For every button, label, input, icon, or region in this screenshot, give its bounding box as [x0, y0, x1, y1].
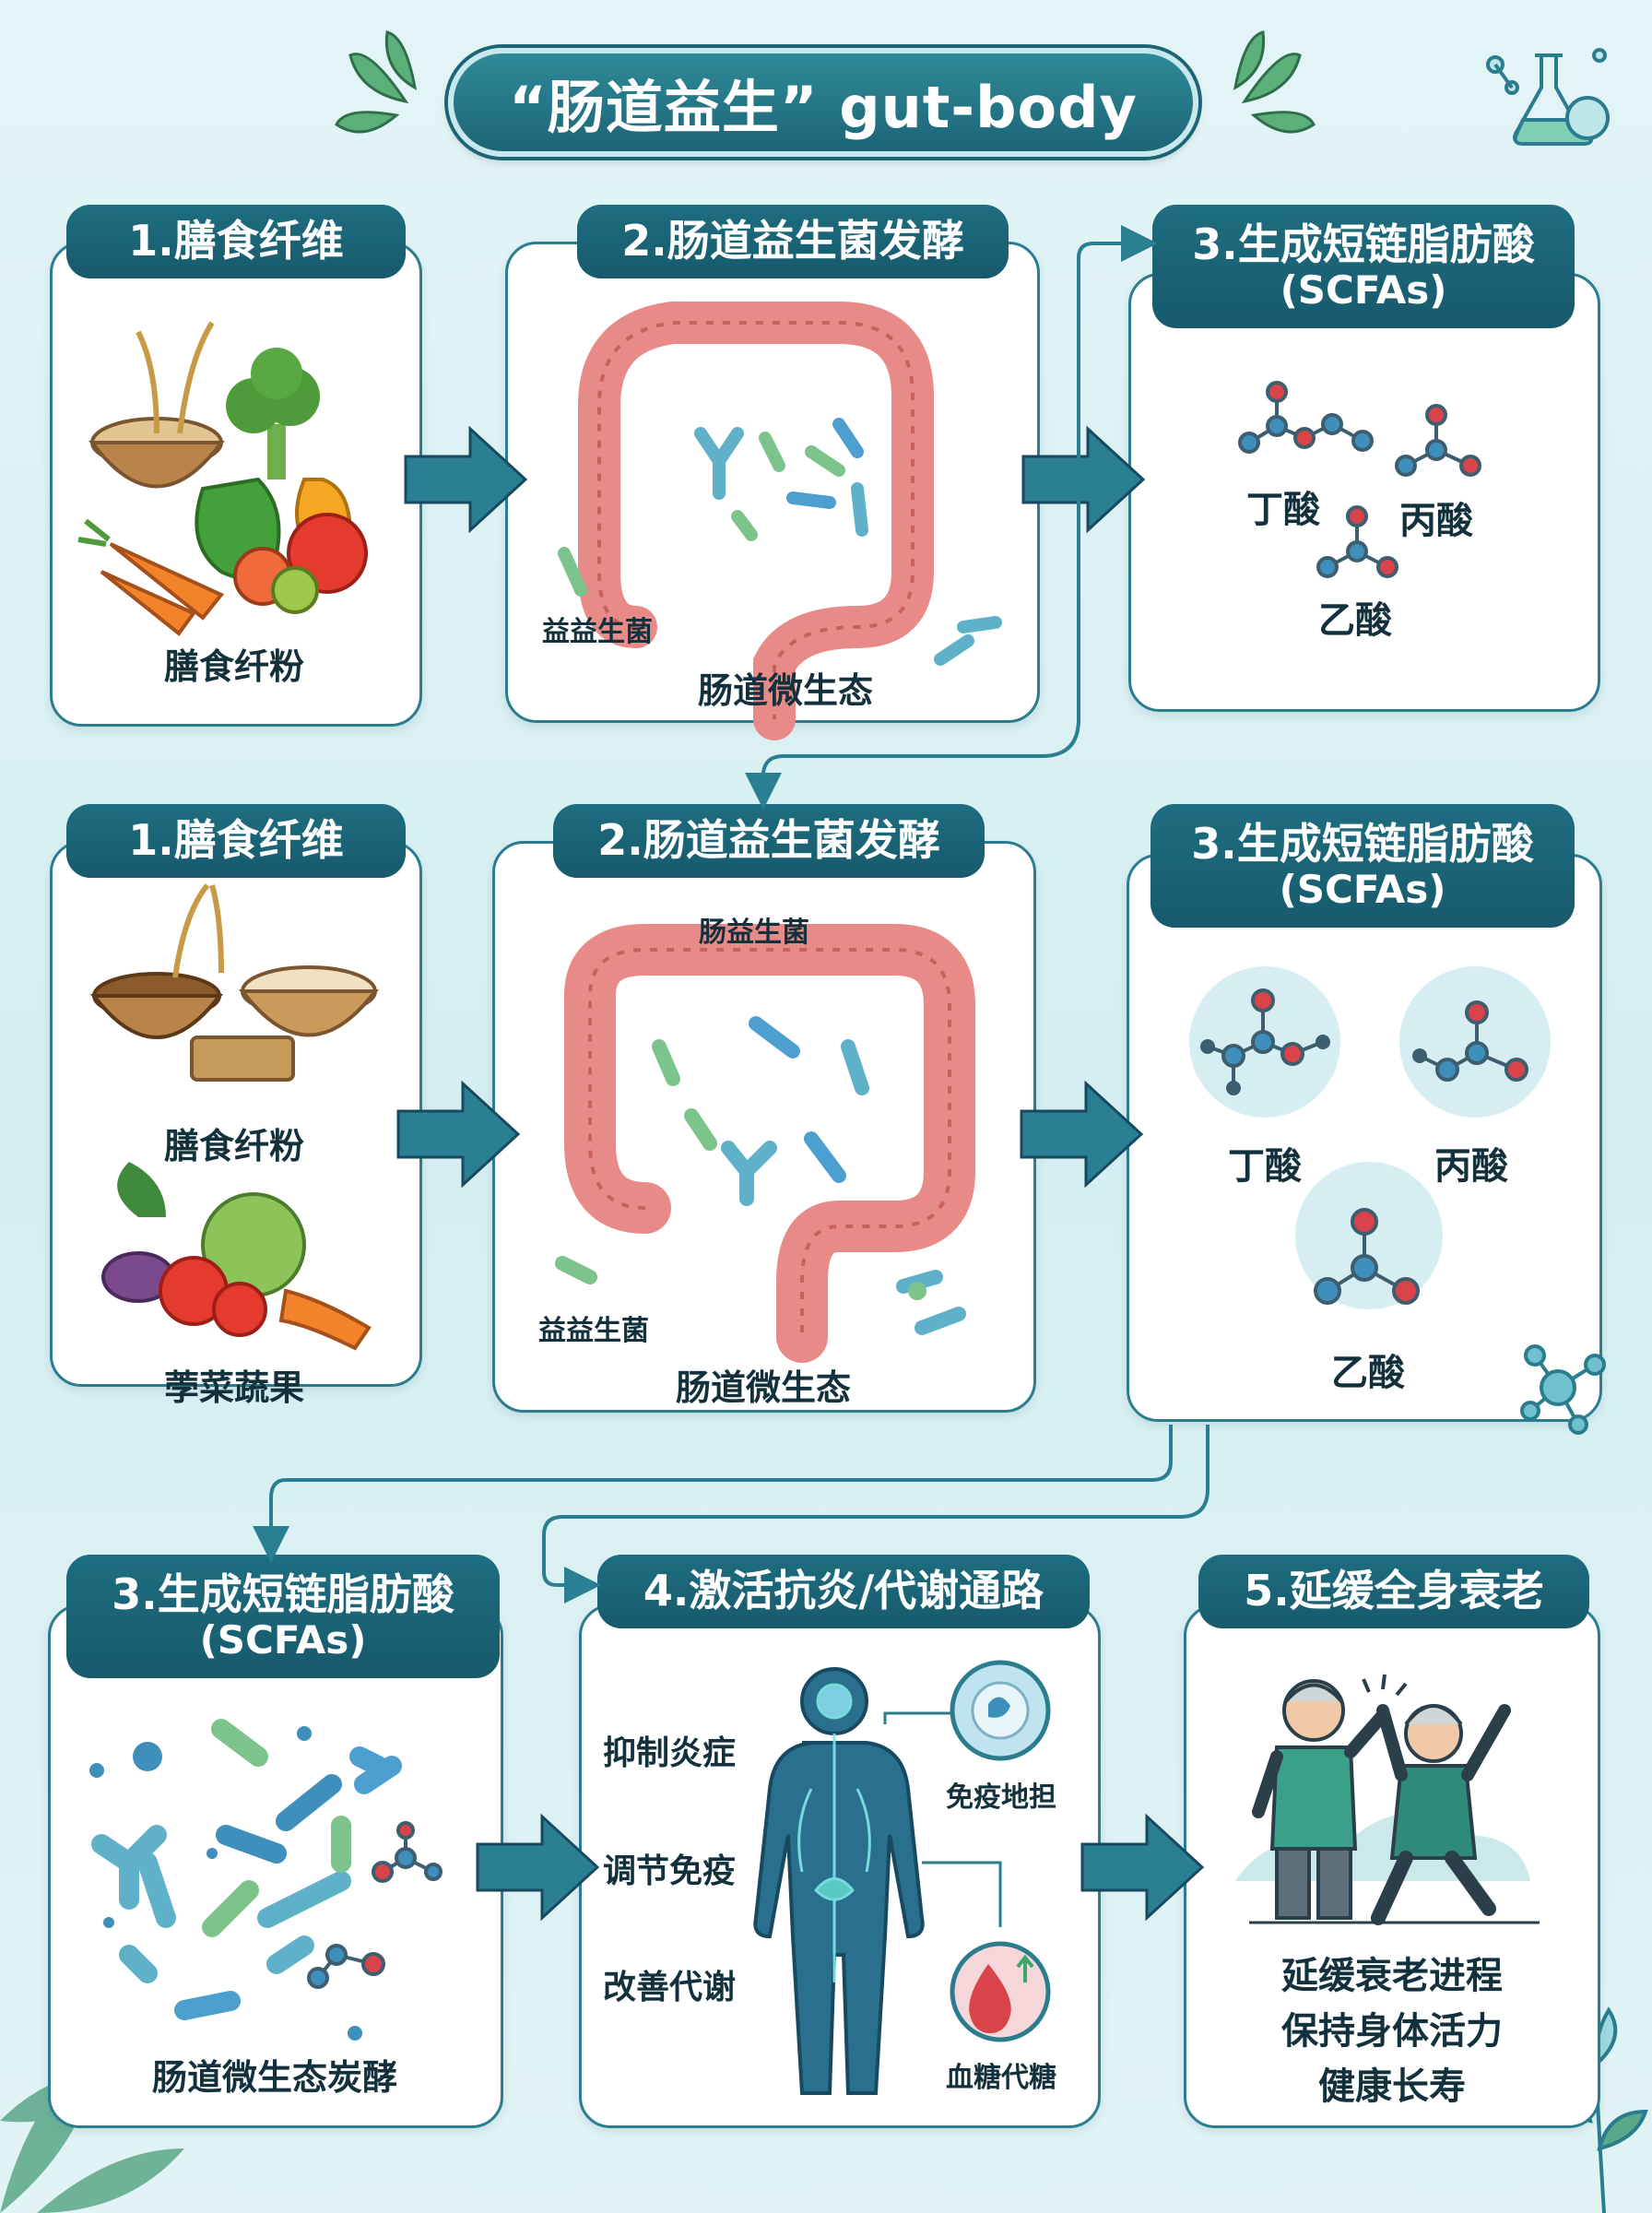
row3-longevity-text: 健康长寿 [1318, 2065, 1466, 2108]
header-text: 1.膳食纤维 [128, 815, 344, 866]
row1-acetate-label: 乙酸 [1318, 599, 1392, 642]
header-text: 5.延缓全身衰老 [1244, 1566, 1544, 1616]
header-text: 3.生成短链脂肪酸 [112, 1568, 454, 1619]
tomato-icon [233, 513, 368, 614]
row2-acetate-label: 乙酸 [1331, 1352, 1405, 1394]
blood-glucose-icon [950, 1941, 1051, 2042]
human-body-icon [753, 1667, 925, 2095]
header-subtext: (SCFAs) [1280, 267, 1447, 314]
row3-regulate-immunity-label: 调节免疫 [603, 1852, 737, 1890]
row3-delay-aging-text: 延缓衰老进程 [1281, 1955, 1503, 1997]
row1-dietary-fiber-header: 1.膳食纤维 [66, 205, 406, 278]
header-text: 2.肠道益生菌发酵 [621, 216, 964, 266]
page-title: “肠道益生” gut-body [509, 74, 1138, 141]
row2-scfa-header: 3.生成短链脂肪酸 (SCFAs) [1150, 804, 1575, 928]
row2-veg-caption: 荸菜蔬果 [163, 1367, 305, 1408]
row2-propionate-label: 丙酸 [1434, 1145, 1508, 1188]
bacteria-icon [555, 1016, 966, 1335]
row3-vitality-text: 保持身体活力 [1281, 2010, 1503, 2053]
grain-bowl-icon [88, 321, 225, 489]
bacteria-icon [91, 1719, 402, 2020]
row3-microbiome-fermentation-caption: 肠道微生态炭酵 [151, 2057, 398, 2098]
row1-scfa-header: 3.生成短链脂肪酸 (SCFAs) [1152, 205, 1575, 328]
row1-fiber-caption: 膳食纤粉 [163, 646, 305, 687]
butyrate-molecule-icon [1200, 988, 1330, 1095]
header-text: 1.膳食纤维 [128, 216, 344, 266]
row1-microbiome-caption: 肠道微生态 [697, 670, 874, 711]
leaf-icon [335, 30, 1316, 134]
propionate-molecule-icon [1395, 404, 1481, 477]
vegetables-icon [101, 1162, 372, 1351]
row1-probiotic-label: 益益生菌 [542, 616, 653, 648]
header-text: 2.肠道益生菌发酵 [597, 815, 940, 866]
acetate-molecule-icon [1314, 1208, 1420, 1305]
row3-inhibit-inflammation-label: 抑制炎症 [603, 1734, 737, 1772]
row2-dietary-fiber-header: 1.膳食纤维 [66, 804, 406, 878]
arrow-right-icon [396, 425, 1205, 1922]
row1-scfa-card [1128, 273, 1600, 712]
row3-glucose-icon-label: 血糖代糖 [946, 2062, 1056, 2094]
row3-scfa-header: 3.生成短链脂肪酸 (SCFAs) [66, 1555, 500, 1678]
row1-fermentation-header: 2.肠道益生菌发酵 [577, 205, 1009, 278]
butyrate-molecule-icon [1238, 381, 1374, 454]
row2-top-probiotic-label: 肠益生菌 [699, 917, 809, 949]
page-title-pill: “肠道益生” gut-body [448, 48, 1198, 157]
header-text: 3.生成短链脂肪酸 [1192, 219, 1535, 269]
row2-probiotic-label: 益益生菌 [538, 1315, 649, 1347]
immune-cell-icon [950, 1660, 1051, 1761]
row1-propionate-label: 丙酸 [1399, 500, 1473, 542]
row3-improve-metabolism-label: 改善代谢 [603, 1969, 737, 2006]
acetate-molecule-icon [1316, 505, 1398, 578]
bacteria-icon [558, 418, 1002, 666]
row1-butyrate-label: 丁酸 [1246, 489, 1320, 531]
header-text: 3.生成短链脂肪酸 [1191, 818, 1534, 869]
elderly-woman-icon [1371, 1704, 1511, 1925]
lab-flask-icon [1486, 48, 1610, 146]
propionate-molecule-icon [1412, 1000, 1528, 1082]
grain-bowl-icon [89, 883, 380, 1082]
row2-butyrate-label: 丁酸 [1228, 1145, 1302, 1188]
molecule-icon [1520, 1344, 1606, 1435]
elderly-man-icon [1252, 1679, 1389, 1920]
molecule-icon [307, 1821, 442, 1989]
row2-microbiome-caption: 肠道微生态 [675, 1367, 852, 1408]
header-subtext: (SCFAs) [1279, 867, 1446, 913]
row3-pathway-header: 4.激活抗炎/代谢通路 [597, 1555, 1090, 1628]
row3-anti-aging-header: 5.延缓全身衰老 [1198, 1555, 1589, 1628]
row2-grains-caption: 膳食纤粉 [163, 1126, 305, 1166]
header-text: 4.激活抗炎/代谢通路 [643, 1566, 1044, 1616]
row3-immune-icon-label: 免疫地担 [946, 1781, 1056, 1814]
header-subtext: (SCFAs) [199, 1617, 367, 1663]
broccoli-icon [226, 348, 320, 479]
carrot-icon [77, 518, 225, 636]
row2-fermentation-header: 2.肠道益生菌发酵 [553, 804, 985, 878]
